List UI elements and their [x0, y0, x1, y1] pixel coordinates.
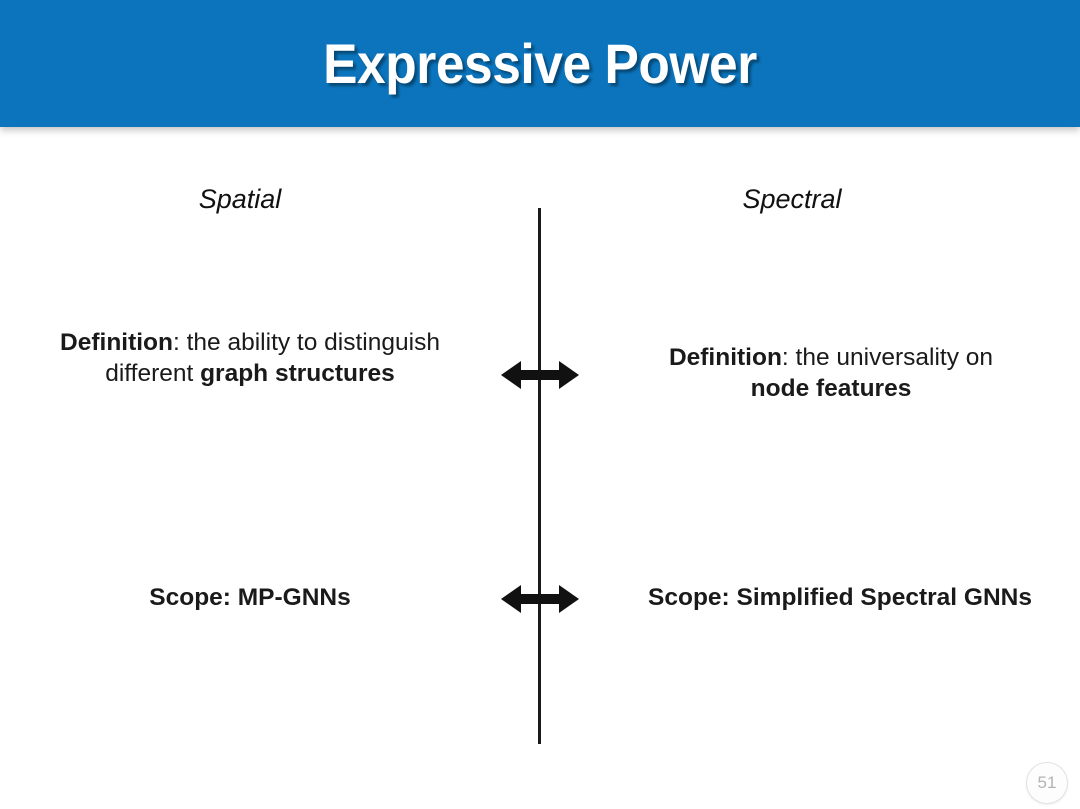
page-number-badge[interactable]: 51 — [1026, 762, 1068, 804]
page-title: Expressive Power — [323, 32, 757, 95]
scope-text-spectral: Scope: Simplified Spectral GNNs — [648, 584, 1032, 611]
double-headed-arrow-icon-scope — [501, 585, 579, 613]
definition-emphasis-spatial: graph structures — [200, 360, 395, 387]
vertical-divider — [538, 208, 541, 744]
definition-separator-spectral: : — [781, 344, 796, 371]
scope-text-spatial: Scope: MP-GNNs — [149, 584, 351, 611]
definition-label-spectral: Definition — [668, 344, 782, 371]
definition-separator-spatial: : — [173, 329, 187, 356]
definition-body-spatial: the ability to distinguish different — [105, 329, 440, 387]
definition-text-spatial: Definition: the ability to distinguish d… — [60, 327, 440, 389]
slide-body: Spatial Spectral Definition: the ability… — [0, 127, 1080, 809]
definition-emphasis-spectral: node features — [750, 375, 912, 402]
column-heading-spatial: Spatial — [198, 184, 282, 214]
double-headed-arrow-icon-definition — [501, 361, 579, 389]
column-heading-spectral: Spectral — [742, 184, 842, 214]
definition-text-spectral: Definition: the universality on node fea… — [640, 342, 1022, 404]
title-banner: Expressive Power — [0, 0, 1080, 127]
definition-label-spatial: Definition — [60, 329, 173, 356]
definition-body-spectral: the universality on — [795, 344, 994, 371]
